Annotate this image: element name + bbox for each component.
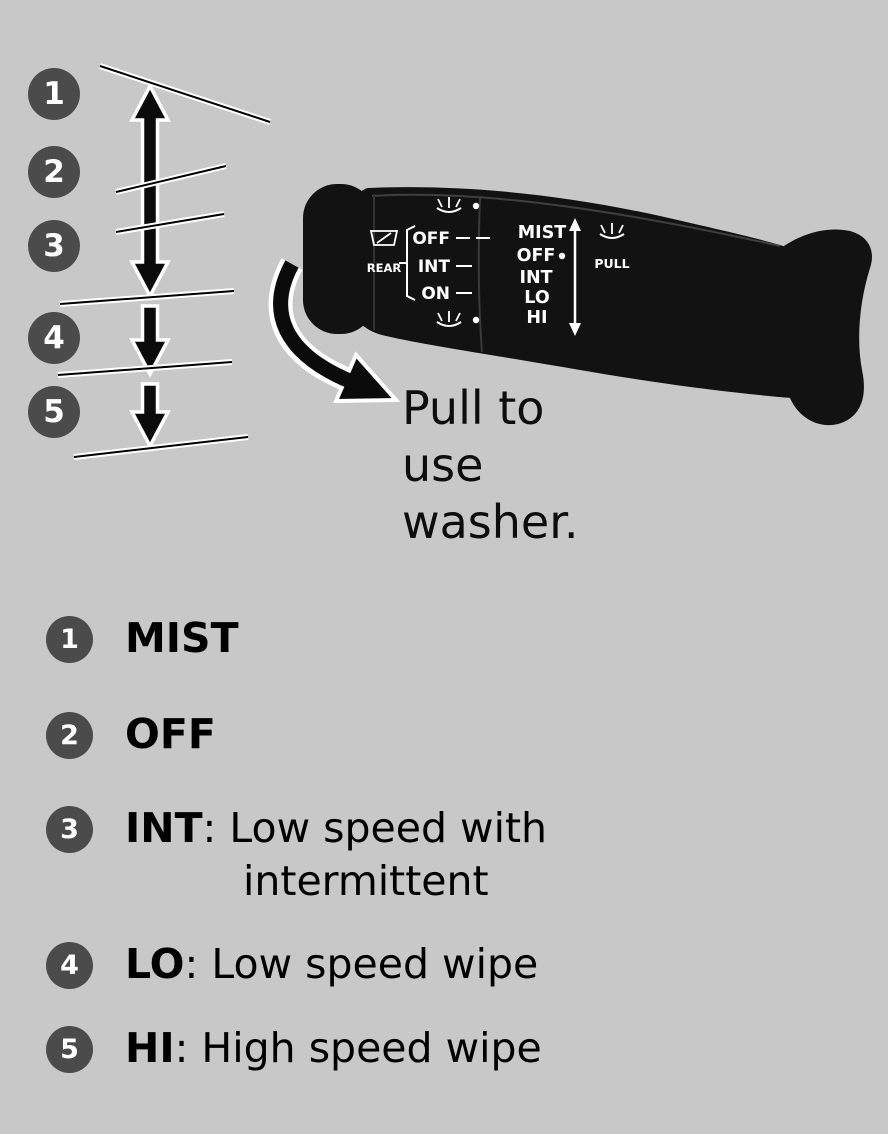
rear-position-on: ON	[421, 284, 450, 304]
legend-desc: : Low speed with intermittent	[202, 804, 548, 906]
stalk-body	[342, 187, 801, 398]
legend-item-off: 2 OFF	[46, 708, 655, 761]
annotation-line-2: use	[402, 438, 484, 493]
legend-text-off: OFF	[125, 708, 655, 761]
legend-num-5: 5	[46, 1026, 93, 1073]
rear-position-off: OFF	[412, 229, 450, 249]
front-position-lo: LO	[524, 288, 549, 308]
legend-item-hi: 5 HI: High speed wipe	[46, 1022, 655, 1075]
stalk-grip-flare	[784, 229, 872, 426]
legend-text-int: INT: Low speed with intermittent	[125, 802, 655, 909]
rear-wiper-icon	[369, 230, 399, 246]
position-dot	[558, 252, 566, 260]
front-range-arrow	[569, 218, 581, 336]
callout-badge-4: 4	[28, 312, 80, 364]
annotation-line-3: washer.	[402, 495, 579, 550]
up-down-arrow	[129, 82, 171, 300]
washer-icon	[436, 197, 462, 213]
legend-num-3: 3	[46, 806, 93, 853]
legend-num-1: 1	[46, 616, 93, 663]
position-lines	[57, 63, 271, 460]
front-position-off: OFF	[517, 246, 556, 266]
rear-positions-bracket	[399, 225, 416, 301]
callout-badge-3: 3	[28, 220, 80, 272]
legend-term: INT	[125, 804, 203, 852]
legend-desc: : Low speed wipe	[184, 940, 539, 988]
legend-text-hi: HI: High speed wipe	[125, 1022, 655, 1075]
legend-term: MIST	[125, 614, 239, 662]
pull-arrow-shaft	[273, 260, 355, 389]
legend-text-mist: MIST	[125, 612, 655, 665]
legend-term: LO	[125, 940, 185, 988]
pull-arrow	[268, 258, 401, 404]
legend-item-int: 3 INT: Low speed with intermittent	[46, 802, 655, 909]
legend-num-4: 4	[46, 942, 93, 989]
lever-travel-arrows	[129, 82, 171, 450]
washer-icon	[436, 311, 462, 327]
stalk-top-sheen	[371, 193, 781, 247]
wiper-stalk: OFF INT ON REAR MIST OFF INT	[303, 184, 872, 426]
callout-badge-5: 5	[28, 386, 80, 438]
down-arrow-low	[129, 382, 171, 450]
legend-num-2: 2	[46, 712, 93, 759]
callout-badge-1: 1	[28, 68, 80, 120]
position-dot	[472, 202, 480, 210]
pull-to-use-washer-label: Pull to use washer.	[402, 380, 579, 551]
legend-desc: : High speed wipe	[174, 1024, 542, 1072]
stalk-seam	[477, 197, 483, 353]
front-position-int: INT	[519, 268, 552, 288]
legend-item-mist: 1 MIST	[46, 612, 655, 665]
position-dot	[472, 316, 480, 324]
pull-label: PULL	[594, 256, 629, 271]
legend-text-lo: LO: Low speed wipe	[125, 938, 655, 991]
front-position-hi: HI	[526, 308, 547, 328]
callout-badge-2: 2	[28, 146, 80, 198]
legend-term: OFF	[125, 710, 216, 758]
front-position-mist: MIST	[518, 223, 567, 243]
annotation-line-1: Pull to	[402, 381, 545, 435]
rear-label: REAR	[367, 261, 402, 275]
position-lines-core	[57, 65, 271, 458]
rear-position-int: INT	[418, 257, 451, 277]
front-wiper-controls: MIST OFF INT LO HI PULL	[517, 218, 630, 336]
rear-wiper-controls: OFF INT ON REAR	[367, 197, 490, 327]
front-washer-icon	[599, 223, 625, 239]
down-arrow-mid	[129, 304, 171, 378]
legend-item-lo: 4 LO: Low speed wipe	[46, 938, 655, 991]
legend-term: HI	[125, 1024, 175, 1072]
